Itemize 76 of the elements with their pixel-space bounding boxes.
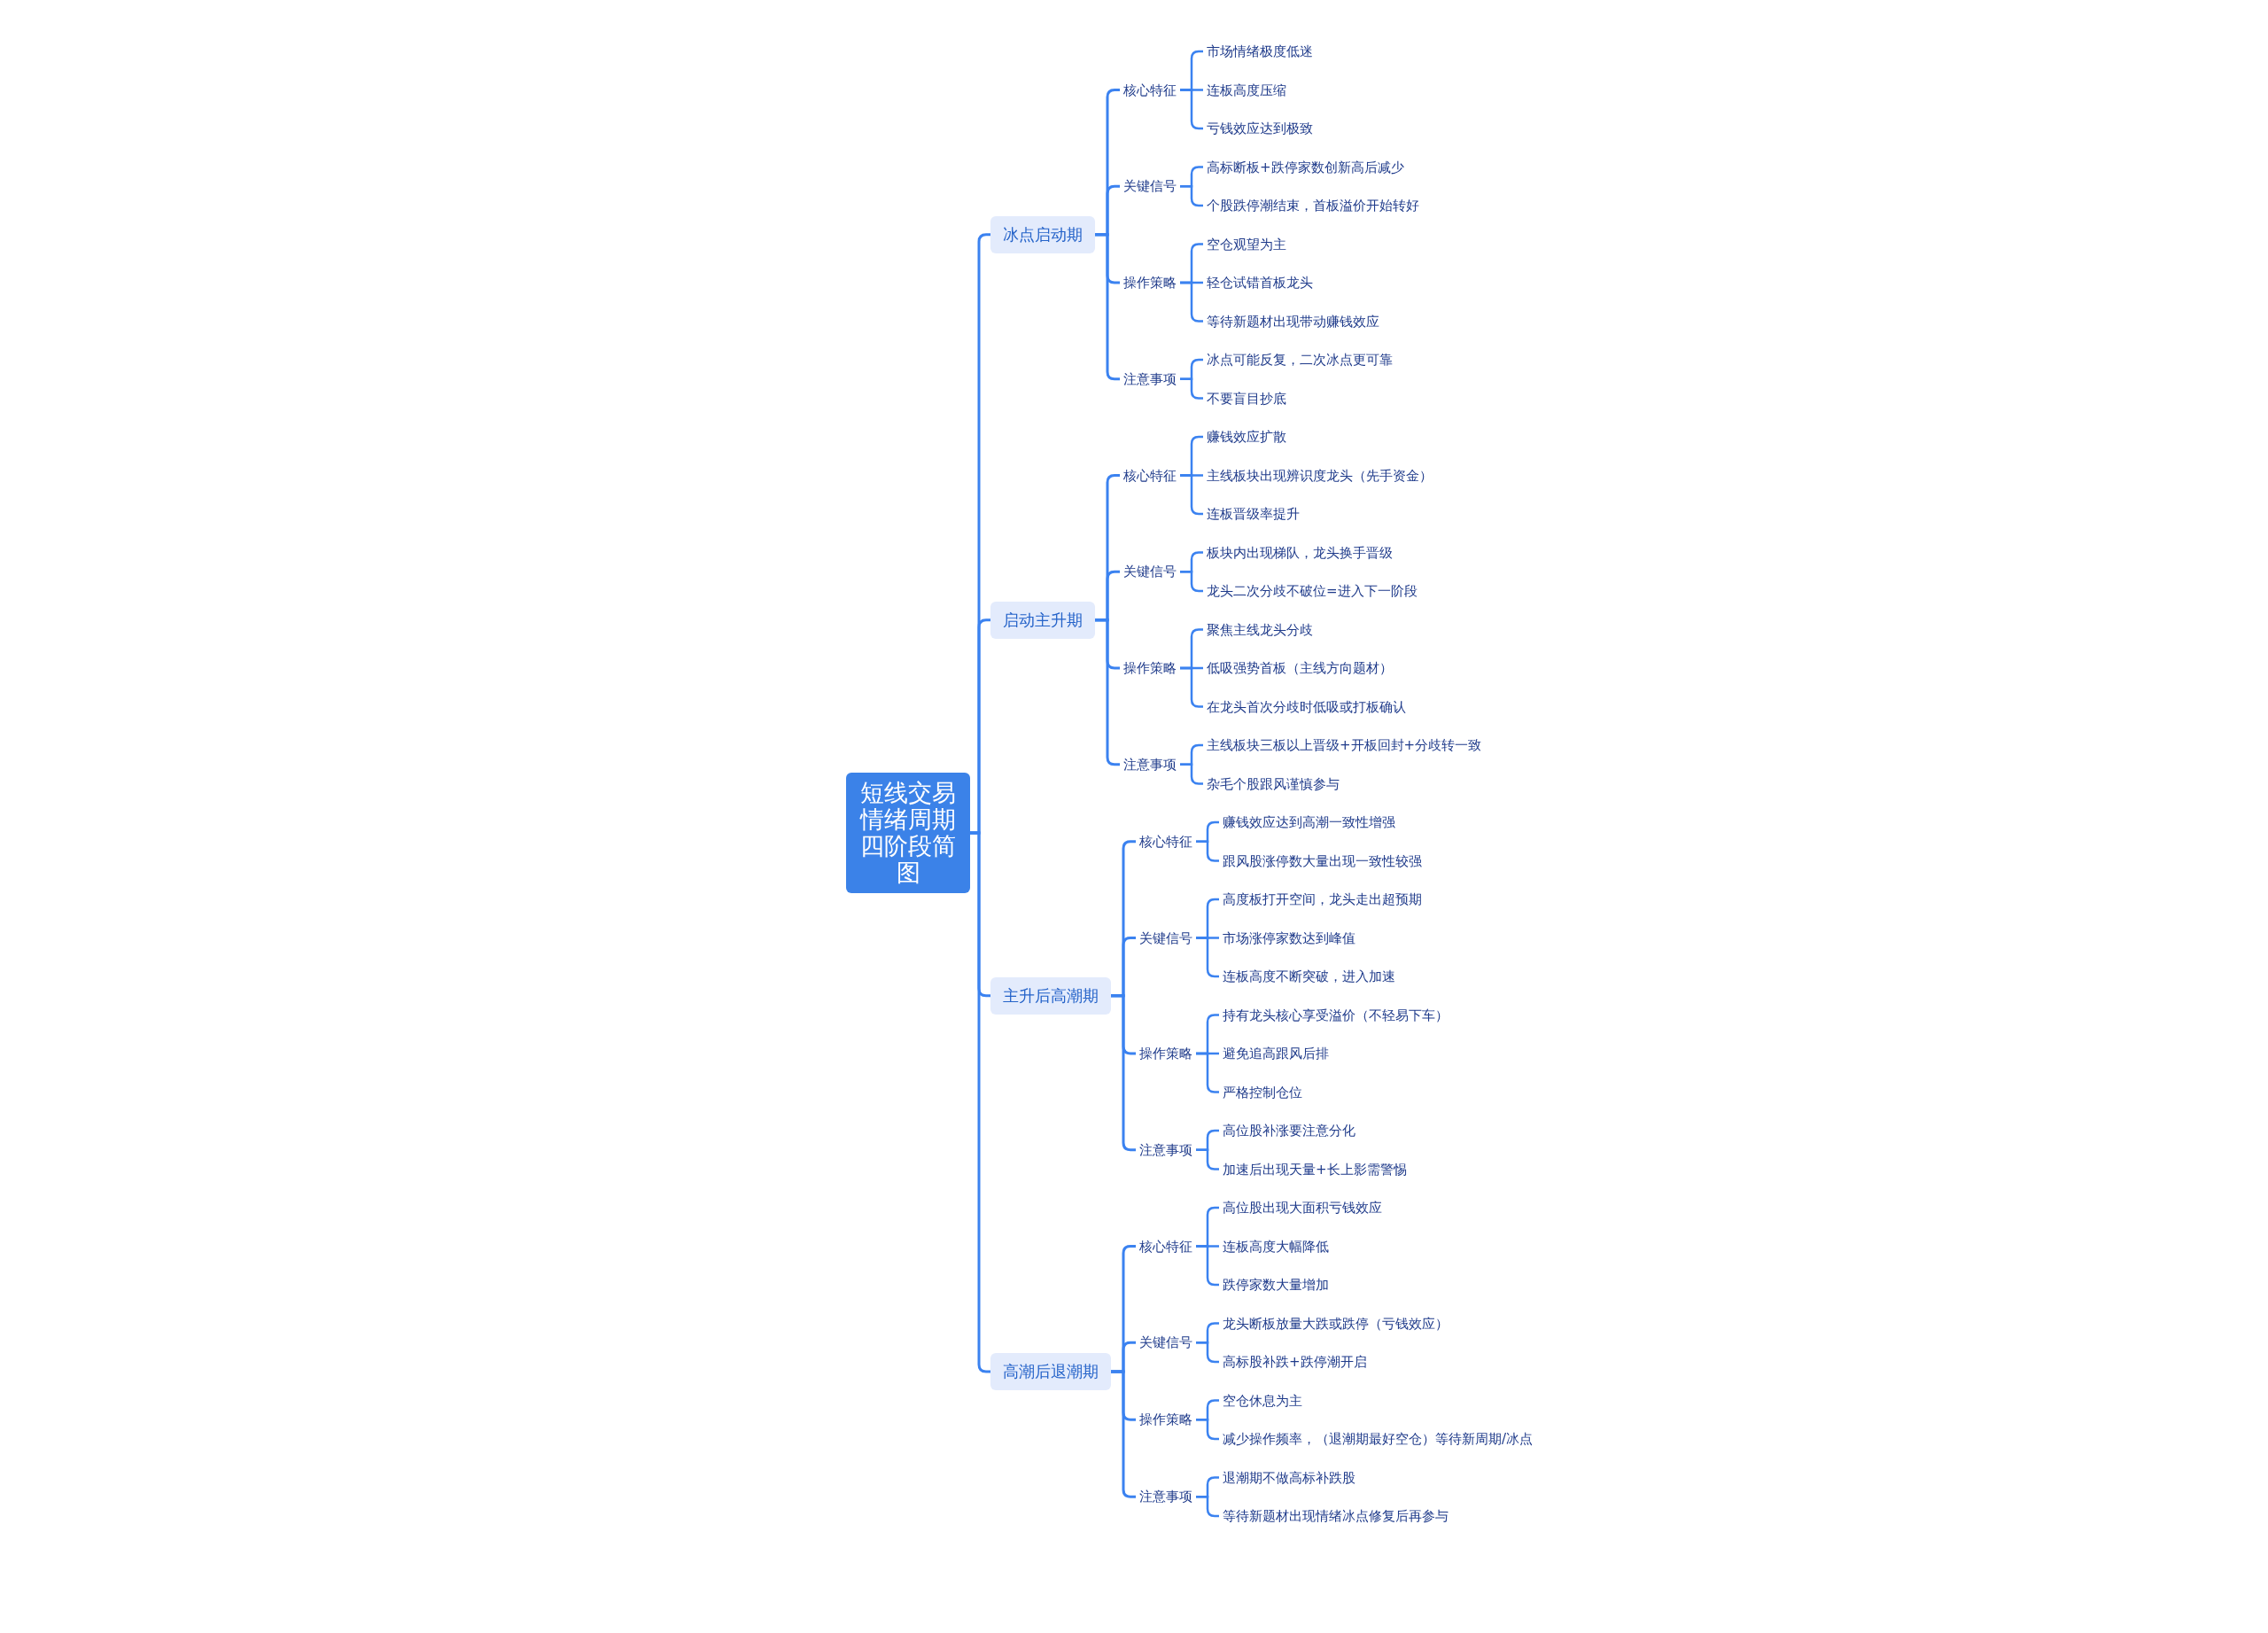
leaf-label: 高位股出现大面积亏钱效应 [1219, 1199, 1382, 1217]
leaf-label: 在龙头首次分歧时低吸或打板确认 [1203, 697, 1406, 716]
branch-label: 关键信号 [1136, 1334, 1196, 1352]
branch-label: 操作策略 [1136, 1411, 1196, 1429]
leaf-label: 冰点可能反复，二次冰点更可靠 [1203, 351, 1393, 369]
connector-line [1180, 185, 1203, 207]
branch-label: 注意事项 [1136, 1140, 1196, 1159]
leaf-label: 空仓观望为主 [1203, 235, 1286, 253]
leaf-label: 龙头二次分歧不破位=进入下一阶段 [1203, 582, 1418, 600]
leaf-label: 空仓休息为主 [1219, 1391, 1302, 1410]
root-box: 短线交易情绪周期四阶段简图 [846, 773, 970, 893]
leaf-label: 连板晋级率提升 [1203, 505, 1300, 523]
leaf-label: 板块内出现梯队，龙头换手晋级 [1203, 543, 1393, 562]
connector-line [1196, 1496, 1219, 1518]
connector-line [1180, 89, 1203, 130]
topic-box: 启动主升期 [990, 601, 1095, 639]
connector-line [1180, 763, 1203, 785]
leaf-label: 等待新题材出现带动赚钱效应 [1203, 312, 1379, 330]
leaf-label: 不要盲目抄底 [1203, 389, 1286, 408]
connector-line [1180, 377, 1203, 400]
leaf-label: 赚钱效应达到高潮一致性增强 [1219, 813, 1395, 831]
connector-line [1180, 666, 1203, 708]
leaf-label: 高标股补跌+跌停潮开启 [1219, 1353, 1367, 1371]
leaf-label: 杂毛个股跟风谨慎参与 [1203, 774, 1340, 793]
connector-line [1196, 1148, 1219, 1170]
leaf-label: 减少操作频率，（退潮期最好空仓）等待新周期/冰点 [1219, 1430, 1534, 1448]
branch-label: 关键信号 [1136, 929, 1196, 947]
leaf-label: 亏钱效应达到极致 [1203, 120, 1313, 137]
connector-line [1196, 1419, 1219, 1441]
leaf-label: 等待新题材出现情绪冰点修复后再参与 [1219, 1507, 1449, 1525]
leaf-label: 聚焦主线龙头分歧 [1203, 620, 1313, 639]
leaf-label: 主线板块出现辨识度龙头（先手资金） [1203, 466, 1433, 485]
leaf-label: 避免追高跟风后排 [1219, 1045, 1329, 1062]
leaf-label: 高度板打开空间，龙头走出超预期 [1219, 890, 1422, 908]
leaf-label: 低吸强势首板（主线方向题材） [1203, 659, 1393, 677]
connector-line [1180, 281, 1203, 323]
leaf-label: 跟风股涨停数大量出现一致性较强 [1219, 851, 1422, 870]
topic-box: 高潮后退潮期 [990, 1352, 1111, 1390]
branch-label: 核心特征 [1136, 1237, 1196, 1256]
leaf-label: 连板高度不断突破，进入加速 [1219, 968, 1395, 985]
branch-label: 注意事项 [1136, 1488, 1196, 1506]
leaf-label: 主线板块三板以上晋级+开板回封+分歧转一致 [1203, 736, 1482, 754]
leaf-label: 赚钱效应扩散 [1203, 428, 1286, 446]
leaf-label: 连板高度大幅降低 [1219, 1237, 1329, 1256]
branch-label: 注意事项 [1120, 369, 1180, 388]
connector-line [1196, 1341, 1219, 1364]
leaf-label: 高位股补涨要注意分化 [1219, 1122, 1355, 1139]
branch-label: 核心特征 [1120, 81, 1180, 99]
branch-label: 操作策略 [1120, 274, 1180, 292]
leaf-label: 市场情绪极度低迷 [1203, 43, 1313, 60]
leaf-label: 加速后出现天量+长上影需警惕 [1219, 1160, 1407, 1178]
leaf-label: 轻仓试错首板龙头 [1203, 274, 1313, 292]
leaf-label: 持有龙头核心享受溢价（不轻易下车） [1219, 1006, 1449, 1024]
leaf-label: 高标断板+跌停家数创新高后减少 [1203, 158, 1404, 176]
connector-line [1180, 474, 1203, 516]
leaf-label: 严格控制仓位 [1219, 1083, 1302, 1101]
connector-line [1196, 1245, 1219, 1287]
leaf-label: 跌停家数大量增加 [1219, 1276, 1329, 1294]
branch-label: 核心特征 [1136, 832, 1196, 851]
topic-box: 冰点启动期 [990, 215, 1095, 253]
leaf-label: 龙头断板放量大跌或跌停（亏钱效应） [1219, 1314, 1449, 1333]
connector-line [1180, 571, 1203, 593]
connector-line [1196, 1052, 1219, 1093]
branch-label: 注意事项 [1120, 755, 1180, 774]
connector-line [1196, 937, 1219, 978]
leaf-label: 个股跌停潮结束，首板溢价开始转好 [1203, 197, 1419, 214]
branch-label: 关键信号 [1120, 563, 1180, 581]
leaf-label: 市场涨停家数达到峰值 [1219, 929, 1355, 947]
branch-label: 关键信号 [1120, 177, 1180, 196]
branch-label: 核心特征 [1120, 466, 1180, 485]
topic-box: 主升后高潮期 [990, 976, 1111, 1015]
leaf-label: 退潮期不做高标补跌股 [1219, 1468, 1355, 1487]
leaf-label: 连板高度压缩 [1203, 81, 1286, 99]
branch-label: 操作策略 [1136, 1045, 1196, 1062]
branch-label: 操作策略 [1120, 659, 1180, 677]
connector-line [1196, 840, 1219, 862]
